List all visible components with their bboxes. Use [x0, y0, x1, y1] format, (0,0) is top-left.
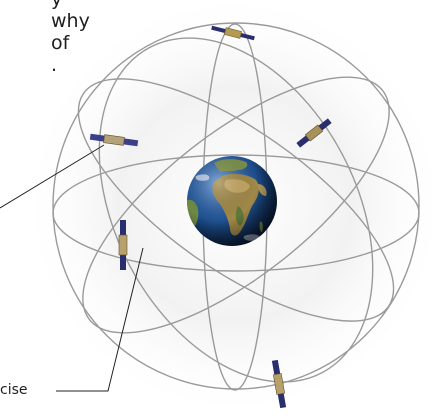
caption-line-2: why: [51, 10, 90, 32]
caption-line-1: y: [51, 0, 62, 12]
caption-line-4: .: [51, 54, 58, 76]
satellite-icon-lower-left: [118, 220, 128, 270]
earth-icon: [187, 156, 277, 246]
satellite-icon-right: [296, 118, 332, 148]
inclined-orbit-ring-c: [98, 37, 374, 383]
inclined-orbit-ring-b: [82, 76, 390, 334]
satellite-icon-top: [211, 25, 255, 41]
callout-line-upper: [0, 144, 105, 209]
callout-line-lower: [56, 247, 144, 392]
outer-orbit-ring: [52, 22, 420, 390]
equatorial-orbit-ring: [52, 154, 420, 272]
satellite-icon-left: [89, 133, 139, 147]
callout-label: cise: [0, 382, 28, 398]
satellite-icon-bottom: [271, 359, 287, 409]
caption-line-3: of: [51, 32, 70, 54]
inclined-orbit-ring-a: [77, 78, 395, 322]
